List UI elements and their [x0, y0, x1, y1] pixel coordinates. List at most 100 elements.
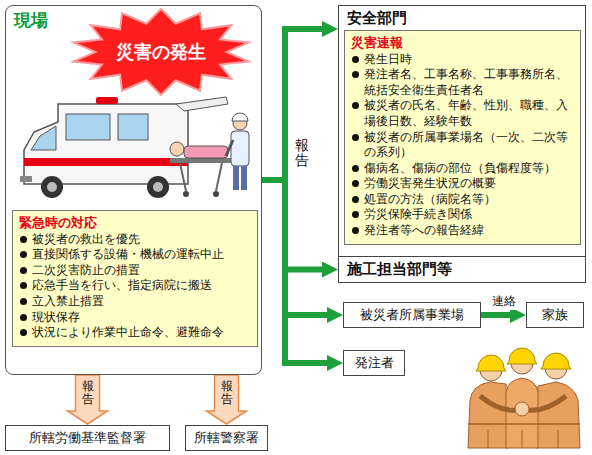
bullet-dot — [352, 71, 359, 78]
list-heading: 災害速報 — [351, 34, 574, 52]
patient-head — [170, 142, 184, 156]
wheel-hub — [153, 182, 163, 192]
bullet-dot — [20, 282, 27, 289]
bullet-dot — [352, 180, 359, 187]
item-text: 二次災害防止の措置 — [32, 263, 251, 279]
label-text: 安全部門 — [347, 9, 407, 27]
item-text: 立入禁止措置 — [32, 294, 251, 310]
label-text: 家族 — [542, 307, 568, 322]
bullet-dot — [352, 227, 359, 234]
bullet-dot — [352, 102, 359, 109]
item-text: 傷病名、傷病の部位（負傷程度等） — [364, 161, 574, 177]
ambulance-window — [118, 114, 148, 140]
list-item: 被災者の所属事業場名（一次、二次等の系列） — [351, 130, 574, 161]
bullet-dot — [352, 165, 359, 172]
worker-leg-line — [522, 430, 523, 448]
medic-helmet — [232, 113, 248, 121]
stretcher-wheel — [183, 191, 189, 197]
item-text: 被災者の氏名、年齢、性別、職種、入場後日数、経験年数 — [364, 98, 574, 129]
list-item: 被災者の救出を優先 — [19, 232, 251, 248]
box-label: 被災者所属事業場 — [360, 306, 464, 324]
report-arrow — [262, 29, 330, 180]
medic-arm — [226, 140, 233, 156]
stretcher — [170, 158, 232, 163]
department-box: 安全部門災害速報発生日時発注者名、工事名称、工事事務所名、統括安全衛生責任者名被… — [338, 5, 586, 257]
edge-label: 連絡 — [490, 293, 518, 310]
label-text: 施工担当部門等 — [347, 260, 452, 278]
ambulance-bumper — [20, 176, 32, 182]
bullet-dot — [20, 267, 27, 274]
list-item: 傷病名、傷病の部位（負傷程度等） — [351, 161, 574, 177]
office-box: 所轄警察署 — [185, 425, 268, 451]
process-box: 被災者所属事業場 — [343, 302, 481, 328]
worker-arm — [528, 396, 566, 410]
worker-leg-line — [488, 430, 489, 448]
report-arrow — [262, 180, 335, 315]
list-item: 労災保険手続き関係 — [351, 207, 574, 223]
list-item: 処置の方法（病院名等） — [351, 192, 574, 208]
wheel — [41, 176, 63, 198]
list-item: 二次災害防止の措置 — [19, 263, 251, 279]
item-text: 発注者名、工事名称、工事事務所名、統括安全衛生責任者名 — [364, 67, 574, 98]
department-box: 施工担当部門等 — [338, 256, 586, 283]
item-text: 現状保存 — [32, 310, 251, 326]
worker-helmet — [541, 353, 571, 369]
report-arrow — [262, 180, 330, 270]
worker-body — [506, 378, 538, 448]
action-list-box: 緊急時の対応被災者の救出を優先直接関係する設備・機械の運転中止二次災害防止の措置… — [12, 210, 258, 347]
medic-leg — [241, 166, 247, 190]
report-list-box: 災害速報発生日時発注者名、工事名称、工事事務所名、統括安全衛生責任者名被災者の氏… — [344, 30, 581, 245]
label-text: 所轄労働基準監督署 — [29, 430, 146, 445]
box-label: 災害の発生 — [116, 40, 206, 64]
item-text: 被災者の救出を優先 — [32, 232, 251, 248]
list-heading: 緊急時の対応 — [19, 214, 251, 232]
list-item: 現状保存 — [19, 310, 251, 326]
list-item: 直接関係する設備・機械の運転中止 — [19, 247, 251, 263]
box-label: 発注者 — [355, 354, 394, 372]
worker-belt — [468, 423, 580, 425]
list-item: 応急手当を行い、指定病院に搬送 — [19, 278, 251, 294]
office-box: 所轄労働基準監督署 — [5, 425, 170, 451]
item-text: 応急手当を行い、指定病院に搬送 — [32, 278, 251, 294]
bullet-dot — [352, 196, 359, 203]
item-text: 直接関係する設備・機械の運転中止 — [32, 247, 251, 263]
list-item: 労働災害発生状況の概要 — [351, 176, 574, 192]
list-item: 状況により作業中止命令、避難命令 — [19, 325, 251, 341]
list-item: 被災者の氏名、年齢、性別、職種、入場後日数、経験年数 — [351, 98, 574, 129]
ambulance-hatch — [176, 97, 228, 111]
block-arrow — [207, 375, 247, 424]
list-item: 発注者名、工事名称、工事事務所名、統括安全衛生責任者名 — [351, 67, 574, 98]
report-arrow — [262, 180, 335, 363]
bullet-dot — [352, 134, 359, 141]
stretcher-leg — [180, 163, 186, 191]
item-text: 状況により作業中止命令、避難命令 — [32, 325, 251, 341]
label-text: 災害の発生 — [116, 41, 206, 62]
list-item: 発生日時 — [351, 52, 574, 68]
worker-body — [468, 382, 508, 448]
item-text: 労働災害発生状況の概要 — [364, 176, 574, 192]
heading-text: 緊急時の対応 — [19, 215, 97, 230]
site-panel: 現場災害の発生緊急時の対応被災者の救出を優先直接関係する設備・機械の運転中止二次… — [5, 5, 262, 375]
item-text: 労災保険手続き関係 — [364, 207, 574, 223]
bullet-dot — [20, 298, 27, 305]
box-label: 所轄警察署 — [194, 429, 259, 447]
bullet-dot — [352, 211, 359, 218]
list-item: 立入禁止措置 — [19, 294, 251, 310]
medic-leg — [233, 166, 239, 190]
workers-illustration — [468, 348, 580, 448]
patient-blanket — [184, 146, 228, 158]
box-label: 安全部門 — [347, 9, 577, 27]
edge-label: 報告 — [221, 380, 233, 406]
edge-label: 報告 — [82, 380, 94, 406]
ambulance-illustration — [20, 97, 249, 198]
edge-label: 報告 — [295, 138, 309, 169]
report-arrow — [481, 312, 518, 318]
item-text: 被災者の所属事業場名（一次、二次等の系列） — [364, 130, 574, 161]
process-box: 発注者 — [343, 350, 405, 376]
medic-body — [231, 131, 249, 166]
bullet-dot — [20, 314, 27, 321]
item-text: 発注者等への報告経緯 — [364, 223, 574, 239]
wheel — [147, 176, 169, 198]
stretcher-wheel — [213, 191, 219, 197]
ambulance-window — [66, 114, 110, 140]
